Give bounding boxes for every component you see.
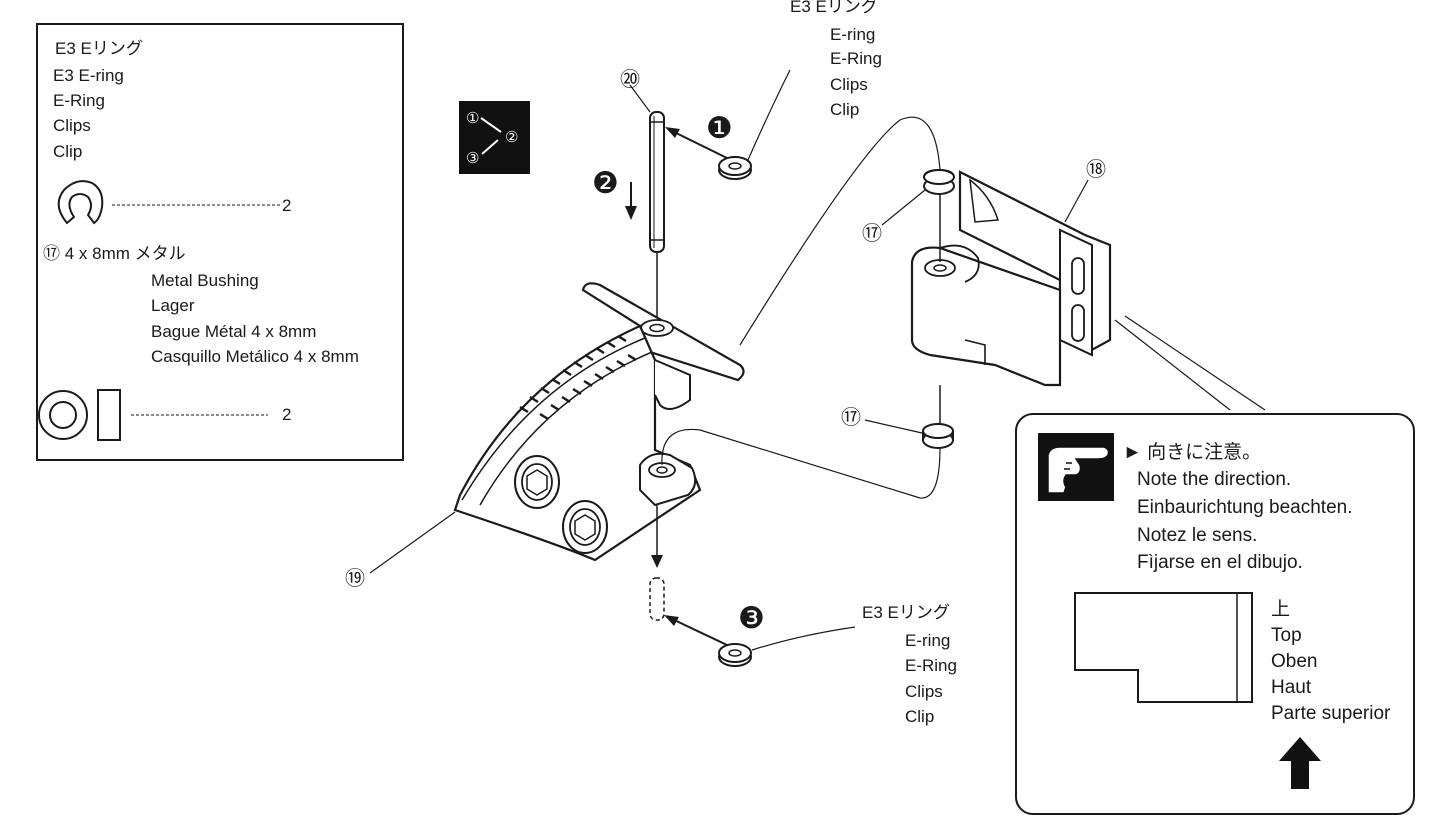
eclip-icon <box>57 180 104 225</box>
leader-note-2 <box>1124 315 1266 411</box>
callout-bottom-line-1: E-ring <box>905 631 951 650</box>
leader-part-17-bottom <box>864 419 923 434</box>
note-line-4: Fìjarse en el dibujo. <box>1137 552 1303 573</box>
bushing-top <box>923 168 955 262</box>
part-number-20: ⑳ <box>620 68 640 91</box>
bushing-quantity: 2 <box>282 405 292 424</box>
step-marker-1: ❶ <box>706 112 733 145</box>
step-marker-2: ❷ <box>592 167 619 200</box>
direction-line-3: Haut <box>1271 677 1312 698</box>
order-step-3: ③ <box>466 150 479 167</box>
leader-part-17-top <box>881 189 926 226</box>
step3-arrow <box>669 617 728 646</box>
step2-arrowhead <box>625 206 637 220</box>
bushing-line-2: Bague Métal 4 x 8mm <box>151 322 317 341</box>
note-line-1: Note the direction. <box>1137 469 1292 490</box>
note-line-0: ► 向きに注意。 <box>1123 442 1262 463</box>
leader-note-1 <box>1114 319 1231 411</box>
hinge-part-18 <box>910 170 1112 387</box>
bushing-line-0: Metal Bushing <box>151 271 259 290</box>
callout-top-line-0: E3 Eリング <box>790 0 878 16</box>
direction-line-0: 上 <box>1271 599 1291 620</box>
callout-bottom-line-2: E-Ring <box>905 656 957 675</box>
eclip-line-0: E3 Eリング <box>55 39 143 58</box>
e-ring-top <box>718 156 752 180</box>
part-number-19: ⑲ <box>345 567 365 590</box>
up-arrow-icon <box>1279 737 1321 789</box>
step1-arrow <box>669 129 728 159</box>
direction-profile-drawing <box>1074 592 1253 703</box>
pin-part-20 <box>649 111 665 318</box>
eclip-qty-row <box>57 180 282 225</box>
leader-callout-bottom <box>751 626 856 651</box>
note-line-2: Einbaurichtung beachten. <box>1137 497 1353 518</box>
order-step-2: ② <box>505 129 518 146</box>
hidden-pin-end <box>649 577 665 621</box>
step-marker-3: ❸ <box>738 602 765 635</box>
callout-top-line-1: E-ring <box>830 25 876 44</box>
direction-line-4: Parte superior <box>1271 703 1391 724</box>
callout-top-line-2: E-Ring <box>830 49 882 68</box>
eclip-line-2: E-Ring <box>53 91 105 110</box>
callout-top-line-3: Clips <box>830 75 868 94</box>
eclip-line-3: Clips <box>53 116 91 135</box>
callout-bottom-line-4: Clip <box>905 707 935 726</box>
direction-line-1: Top <box>1271 625 1302 646</box>
bushing-line-1: Lager <box>151 296 195 315</box>
order-arrow-2 <box>481 139 499 155</box>
callout-top-line-4: Clip <box>830 100 860 119</box>
parts-list-box: E3 Eリング E3 E-ring E-Ring Clips Clip 2 ⑰ … <box>36 23 404 461</box>
connector-top <box>739 116 941 346</box>
pin-exit-arrowhead <box>651 555 663 568</box>
eclip-quantity: 2 <box>282 196 292 215</box>
part-number-17-top: ⑰ <box>862 222 882 245</box>
eclip-line-1: E3 E-ring <box>53 66 124 85</box>
step1-arrowhead <box>665 127 680 138</box>
bushing-bottom <box>922 385 954 449</box>
step3-arrowhead <box>664 615 679 626</box>
leader-part-19 <box>369 511 456 574</box>
order-step-1: ① <box>466 110 479 127</box>
note-line-3: Notez le sens. <box>1137 525 1258 546</box>
bushing-side-icon <box>97 389 121 441</box>
part-number-18: ⑱ <box>1086 158 1106 181</box>
bracket-part-19 <box>453 282 745 562</box>
assembly-order-badge <box>459 101 530 174</box>
eclip-line-4: Clip <box>53 142 83 161</box>
connector-bottom <box>661 428 941 499</box>
bushing-line-3: Casquillo Metálico 4 x 8mm <box>151 347 359 366</box>
e-ring-bottom <box>718 643 752 667</box>
bushing-label: ⑰ 4 x 8mm メタル <box>43 244 186 263</box>
direction-line-2: Oben <box>1271 651 1318 672</box>
bushing-qty-row <box>38 389 268 441</box>
callout-bottom-line-3: Clips <box>905 682 943 701</box>
leader-part-20 <box>629 84 651 113</box>
note-box: ► 向きに注意。 Note the direction. Einbauricht… <box>1015 413 1415 815</box>
part-number-17-bottom: ⑰ <box>841 406 861 429</box>
order-arrow-1 <box>480 117 502 133</box>
leader-callout-top <box>747 69 791 161</box>
leader-part-18 <box>1064 179 1089 223</box>
pointing-hand-icon <box>1038 433 1114 501</box>
callout-bottom-line-0: E3 Eリング <box>862 603 950 622</box>
